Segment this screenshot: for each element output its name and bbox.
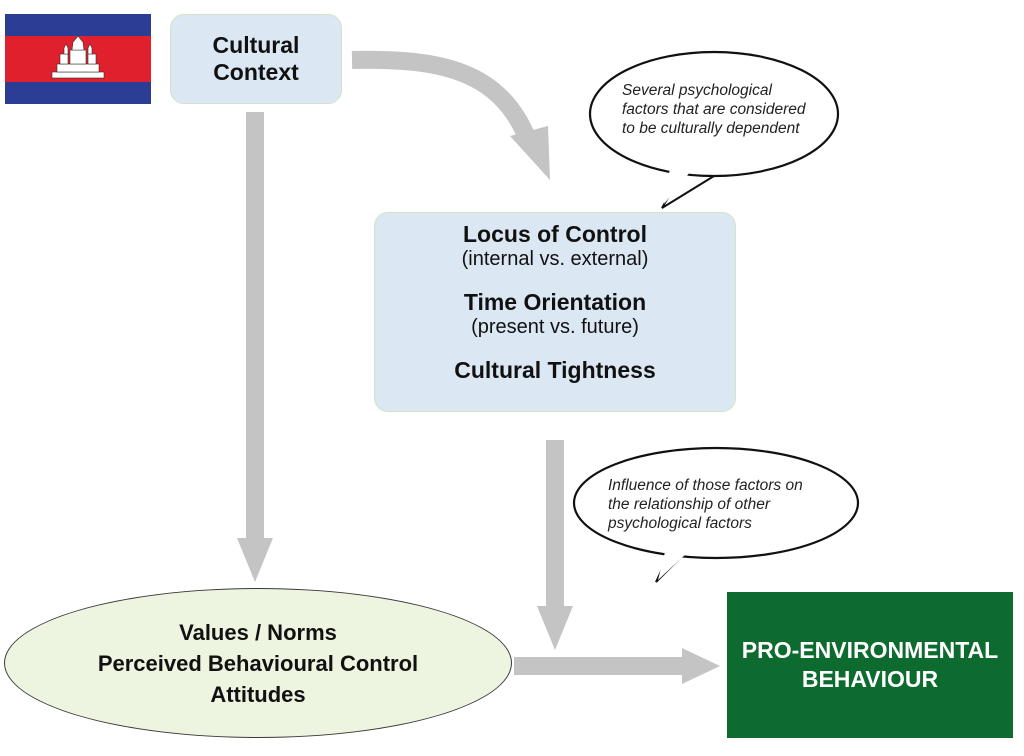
locus-of-control-title: Locus of Control — [463, 221, 647, 247]
behaviour-line1: PRO-ENVIRONMENTAL — [741, 637, 999, 663]
perceived-control-label: Perceived Behavioural Control — [97, 650, 419, 676]
cultural-context-line1: Cultural — [212, 32, 300, 58]
arrow-outcomes-to-behaviour — [514, 648, 720, 684]
speech-bubble-top — [588, 50, 840, 209]
psychological-outcomes-node: Values / Norms Perceived Behavioural Con… — [4, 588, 512, 738]
callout-bottom-line1: Influence of those factors on — [608, 477, 803, 494]
time-orientation-subtitle: (present vs. future) — [471, 316, 639, 338]
cultural-context-line2: Context — [213, 59, 299, 85]
arrow-factors-to-link — [537, 440, 573, 650]
psychological-factors-node: Locus of Control (internal vs. external)… — [374, 212, 736, 412]
callout-top-line3: to be culturally dependent — [622, 120, 800, 137]
arrow-context-to-factors — [351, 50, 550, 180]
time-orientation-title: Time Orientation — [463, 289, 647, 315]
pro-environmental-behaviour-node: PRO-ENVIRONMENTAL BEHAVIOUR — [727, 592, 1013, 738]
callout-top-text: Several psychological factors that are c… — [622, 81, 832, 138]
locus-of-control-subtitle: (internal vs. external) — [461, 248, 649, 270]
callout-bottom-text: Influence of those factors on the relati… — [608, 476, 838, 533]
callout-bottom-line3: psychological factors — [608, 515, 752, 532]
cultural-context-node: Cultural Context — [170, 14, 342, 104]
behaviour-line2: BEHAVIOUR — [801, 666, 939, 692]
arrow-context-to-outcomes — [237, 112, 273, 582]
values-norms-label: Values / Norms — [179, 619, 337, 645]
cultural-tightness-title: Cultural Tightness — [454, 357, 656, 383]
callout-bottom-line2: the relationship of other — [608, 496, 770, 513]
speech-bubble-bottom — [572, 446, 860, 583]
callout-top-line2: factors that are considered — [622, 101, 806, 118]
attitudes-label: Attitudes — [210, 681, 306, 707]
callout-top-line1: Several psychological — [622, 82, 772, 99]
cambodia-flag-icon — [5, 14, 151, 104]
